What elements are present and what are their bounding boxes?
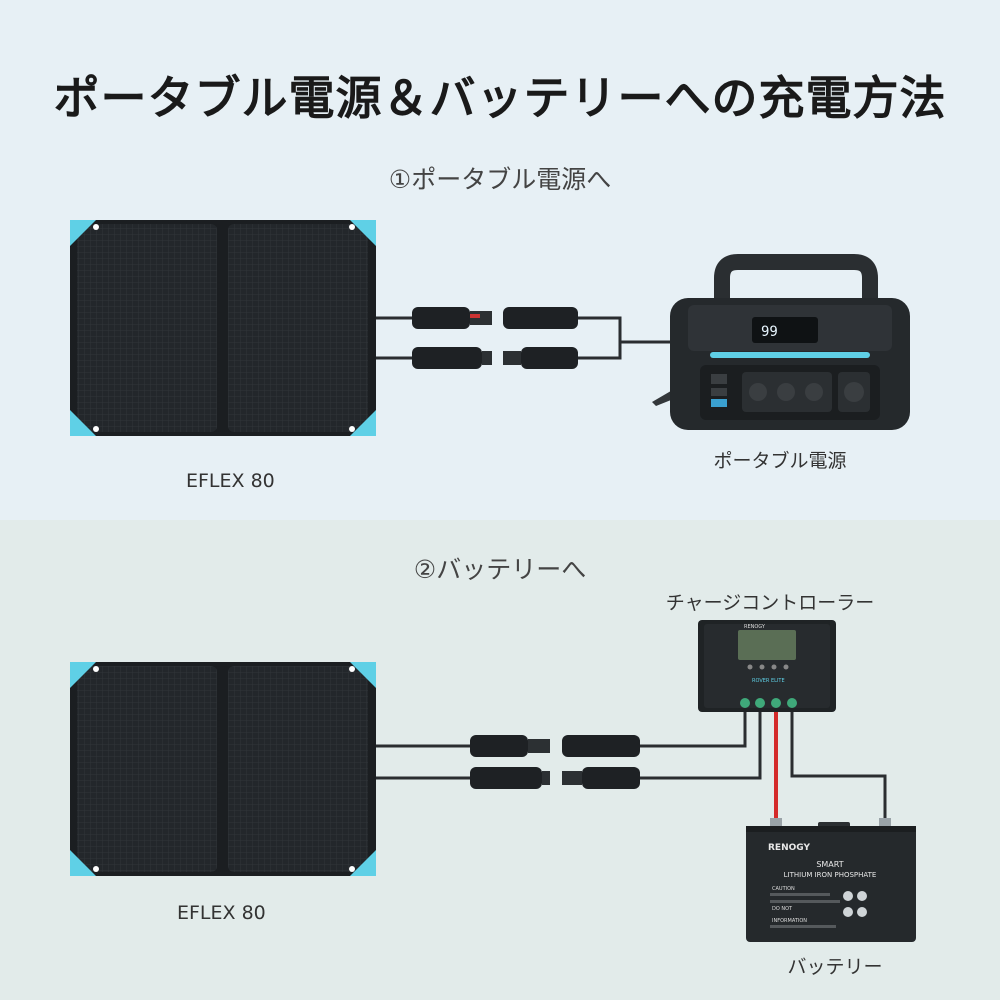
mc4-connectors-1 [412, 307, 578, 369]
charge-controller-label: チャージコントローラー [665, 592, 875, 614]
cables-1 [376, 316, 670, 360]
battery-caution: CAUTION [772, 886, 795, 892]
battery-label: バッテリー [787, 956, 883, 978]
battery-line-2: LITHIUM IRON PHOSPHATE [784, 871, 877, 879]
section-2-heading: ②バッテリーへ [413, 555, 587, 584]
portable-power-station [652, 254, 910, 430]
mc4-connectors-2 [470, 735, 640, 789]
battery-information: INFORMATION [772, 918, 807, 924]
power-station-display: 99 [761, 324, 778, 340]
battery-line-1: SMART [816, 860, 843, 869]
section-1-heading: ①ポータブル電源へ [388, 165, 612, 194]
solar-panel-1 [70, 220, 376, 436]
cables-2 [376, 712, 887, 820]
controller-model: ROVER ELITE [752, 678, 785, 684]
charge-controller [698, 620, 836, 712]
battery [746, 818, 916, 942]
panel-label-2: EFLEX 80 [177, 902, 266, 924]
solar-panel-2 [70, 662, 376, 876]
power-station-label: ポータブル電源 [713, 450, 847, 472]
page-title: ポータブル電源＆バッテリーへの充電方法 [53, 71, 947, 125]
controller-brand: RENOGY [744, 624, 766, 630]
battery-brand: RENOGY [768, 843, 810, 853]
panel-label-1: EFLEX 80 [186, 470, 275, 492]
battery-donot: DO NOT [772, 906, 793, 912]
